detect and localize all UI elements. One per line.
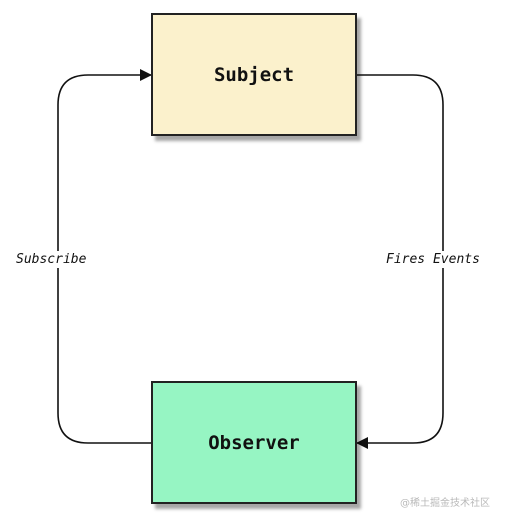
- subject-node: Subject: [151, 13, 357, 136]
- subscribe-edge-label: Subscribe: [16, 251, 87, 268]
- watermark: @稀土掘金技术社区: [400, 498, 490, 509]
- fires-events-edge-label: Fires Events: [386, 251, 480, 268]
- observer-node-label: Observer: [208, 431, 300, 454]
- subject-node-label: Subject: [213, 63, 295, 86]
- observer-node: Observer: [151, 381, 357, 504]
